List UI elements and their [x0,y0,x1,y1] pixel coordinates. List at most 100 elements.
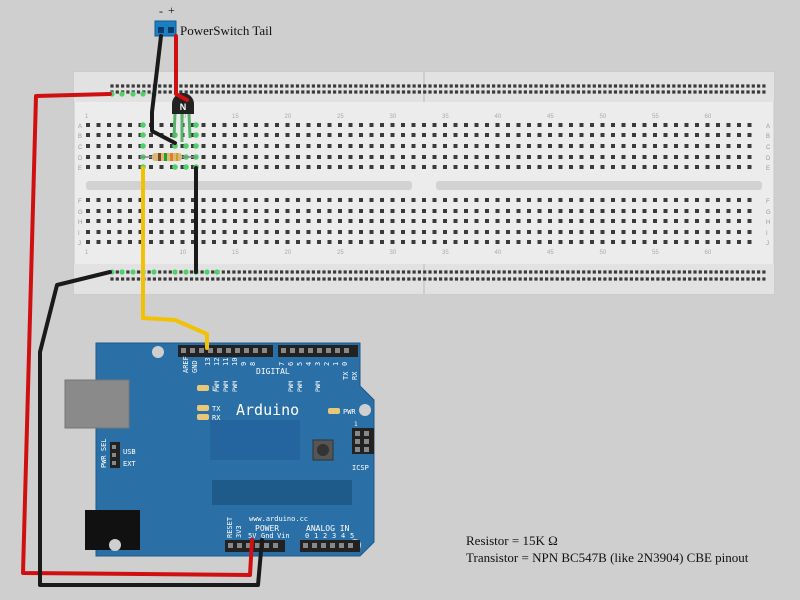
column-number: 55 [652,114,659,120]
analog-pin-number: 4 [341,532,345,540]
breadboard-hole [411,230,416,234]
breadboard-hole [338,165,342,169]
rail-hole [407,84,411,88]
rail-hole [640,84,644,88]
breadboard-holes [86,84,766,281]
rail-hole [232,277,236,281]
breadboard-hole [348,219,353,223]
header-pin [326,348,331,353]
row-letter: A [78,124,82,130]
rail-hole [221,84,225,88]
rail-hole [317,277,321,281]
column-number: 35 [442,250,449,256]
breadboard-hole [653,198,657,202]
rail-hole [656,277,660,281]
breadboard-hole [380,144,384,148]
rail-hole [698,277,702,281]
breadboard-hole [201,123,206,127]
breadboard-hole [527,209,531,213]
digital-pin-number: 7 [278,362,286,366]
rail-hole [555,270,559,274]
breadboard-hole [453,209,458,213]
analog-pin-number: 5 [350,532,354,540]
row-letter: F [78,199,82,205]
rail-hole [576,277,580,281]
rail-hole [158,270,162,274]
rail-hole [317,90,321,94]
rail-hole [216,84,220,88]
rail-hole [285,84,289,88]
breadboard-hole [201,133,206,137]
rail-hole [370,270,374,274]
header-pin [330,543,335,548]
column-number: 40 [495,114,502,120]
rail-hole [545,90,549,94]
breadboard-hole [317,198,321,202]
rail-hole-active [140,91,146,97]
digital-pin-number: 6 [287,362,295,366]
rail-hole [163,270,167,274]
rail-hole [709,277,713,281]
rail-hole [465,270,469,274]
rail-hole [529,277,533,281]
rail-hole [142,84,146,88]
rail-hole [179,90,183,94]
jumper-pin [112,453,116,457]
breadboard-hole [516,198,521,202]
breadboard-hole [737,133,741,137]
breadboard-hole [632,209,636,213]
rail-hole [582,84,586,88]
rail-hole [179,84,183,88]
breadboard-hole [548,155,552,159]
breadboard-hole [264,198,269,202]
rail-hole [179,270,183,274]
rail-hole [661,277,665,281]
breadboard-hole [674,155,678,159]
header-pin [255,543,260,548]
breadboard-hole [705,240,710,244]
rail-hole [598,277,602,281]
rail-hole-active [119,91,125,97]
breadboard-hole [359,230,363,234]
breadboard-hole [453,155,458,159]
analog-pin-number: 0 [305,532,309,540]
rail-hole [280,84,284,88]
breadboard-hole [558,198,563,202]
aref-label: AREF [182,356,190,373]
rail-hole [417,84,421,88]
rail-hole [486,84,490,88]
rail-hole [513,84,517,88]
rail-hole [168,270,172,274]
rail-hole-active [119,269,125,275]
rail-hole [311,90,315,94]
center-channel-right [436,181,762,190]
breadboard-hole [548,219,552,223]
rail-hole [576,90,580,94]
row-letter: C [766,145,771,151]
rail-hole [386,84,390,88]
rail-hole [232,84,236,88]
rail-hole [264,277,268,281]
rail-hole [412,84,416,88]
breadboard-hole [726,209,731,213]
rail-hole [205,277,209,281]
hole-active [172,164,178,170]
breadboard-hole [296,144,300,148]
rail-hole [126,84,130,88]
gnd-power-label: Gnd [261,532,274,540]
rail-hole [613,90,618,94]
header-pin [308,348,313,353]
breadboard-hole [222,209,227,213]
rail-hole-active [172,269,178,275]
breadboard-hole [170,209,174,213]
rail-hole [189,90,194,94]
breadboard-hole [716,144,720,148]
rail-hole [449,270,453,274]
rail-hole [513,90,517,94]
breadboard-hole [201,209,206,213]
breadboard-hole [117,123,122,127]
digital-pin-number: 1 [332,362,340,366]
breadboard-hole [464,198,468,202]
rail-hole [221,277,225,281]
rail-hole [306,270,310,274]
